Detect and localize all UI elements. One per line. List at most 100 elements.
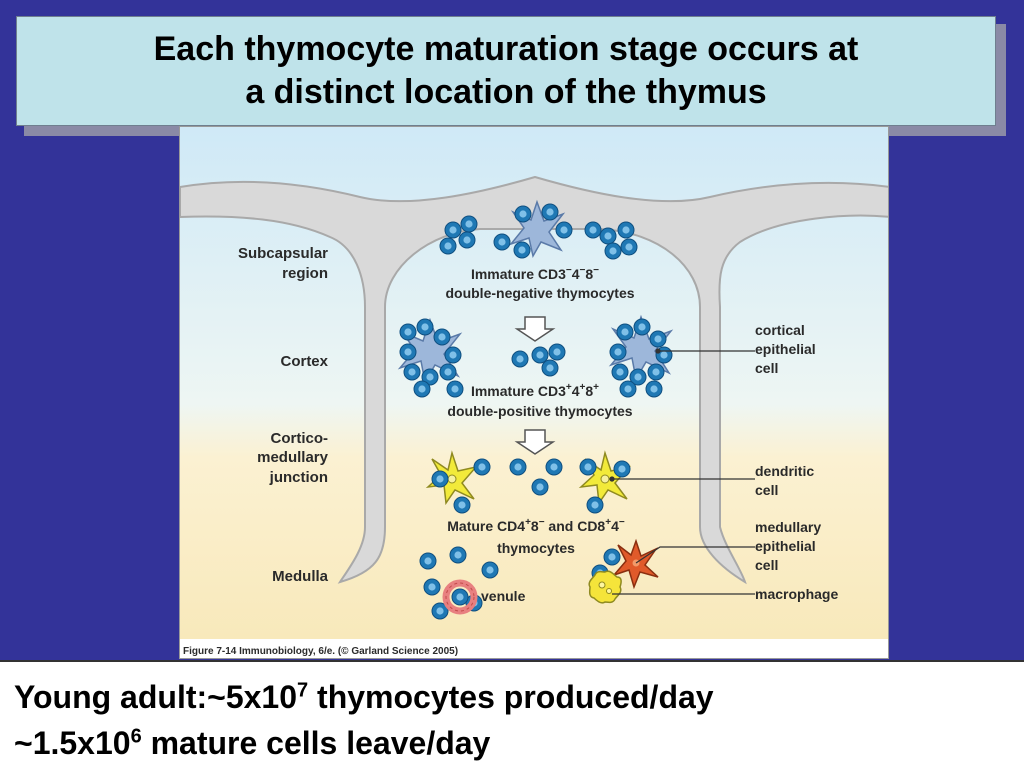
thymocyte-dp [645, 380, 663, 398]
thymocyte-dp [416, 318, 434, 336]
dn-sup-b: − [580, 265, 586, 276]
figure-credit: Figure 7-14 Immunobiology, 6/e. (© Garla… [183, 646, 458, 657]
thymocyte-dp [611, 363, 629, 381]
capsule-trabeculae [180, 175, 888, 585]
dn-line-2: double-negative thymocytes [445, 285, 634, 301]
thymocyte-dn [604, 242, 622, 260]
thymocyte-mature [473, 458, 491, 476]
caption-2-text-a: ~1.5x10 [14, 725, 131, 761]
thymocyte-mature [453, 496, 471, 514]
thymocyte-dp [399, 323, 417, 341]
label-macrophage: macrophage [755, 586, 838, 602]
m-text-d: 4 [611, 518, 619, 534]
thymocyte-mature [509, 458, 527, 476]
thymocyte-dp [413, 380, 431, 398]
thymocyte-dn [555, 221, 573, 239]
venule [442, 579, 478, 615]
region-labels: Subcapsular region Cortex Cortico- medul… [238, 245, 329, 585]
thymocyte-dn [439, 237, 457, 255]
thymocyte-dp [446, 380, 464, 398]
thymocyte-dp [439, 363, 457, 381]
thymocyte-dn [444, 221, 462, 239]
label-cm-1: Cortico- [271, 430, 329, 447]
svg-text:Immature CD3+4+8+: Immature CD3+4+8+ [471, 382, 599, 399]
venule-label: venule [481, 588, 526, 604]
thymocyte-mature [431, 470, 449, 488]
label-cortical-3: cell [755, 360, 778, 376]
label-cm-3: junction [269, 469, 328, 486]
thymocyte-dp [511, 350, 529, 368]
thymocyte-dp [649, 330, 667, 348]
pointer-lines [609, 348, 755, 595]
thymocyte-dp [433, 328, 451, 346]
thymocyte-mature [579, 458, 597, 476]
thymocyte-medulla [449, 546, 467, 564]
thymocyte-dp [633, 318, 651, 336]
label-dendritic-1: dendritic [755, 463, 814, 479]
dp-text-c: 8 [585, 383, 593, 399]
svg-text:Immature CD3−4−8−: Immature CD3−4−8− [471, 265, 599, 282]
thymocyte-mature [613, 460, 631, 478]
thymocyte-dn [541, 203, 559, 221]
caption-box: Young adult:~5x107 thymocytes produced/d… [0, 660, 1024, 768]
thymocyte-mature [531, 478, 549, 496]
macrophage [588, 570, 622, 604]
thymocyte-dp [403, 363, 421, 381]
label-cm-2: medullary [257, 449, 329, 466]
caption-2-exponent: 6 [130, 725, 142, 748]
thymocyte-medulla [419, 552, 437, 570]
thymocyte-medulla [423, 578, 441, 596]
label-subcapsular-2: region [282, 265, 328, 282]
thymocyte-dn [620, 238, 638, 256]
dn-text-c: 8 [585, 266, 593, 282]
label-cortical-1: cortical [755, 322, 805, 338]
thymocyte-dn [493, 233, 511, 251]
m-line-2: thymocytes [497, 540, 575, 556]
thymus-figure: Subcapsular region Cortex Cortico- medul… [179, 126, 889, 659]
dn-text: Immature CD3 [471, 266, 566, 282]
thymus-diagram: Subcapsular region Cortex Cortico- medul… [180, 127, 888, 658]
thymocyte-dp [619, 380, 637, 398]
thymocyte-medulla [603, 548, 621, 566]
label-medullary-3: cell [755, 557, 778, 573]
dp-text-b: 4 [572, 383, 580, 399]
label-medulla: Medulla [272, 568, 328, 585]
dn-sup-c: − [593, 265, 599, 276]
thymocyte-dn [514, 205, 532, 223]
m-text-b: 8 [531, 518, 539, 534]
thymocyte-dn [513, 241, 531, 259]
stage-double-negative-label: Immature CD3−4−8− double-negative thymoc… [445, 265, 634, 301]
dp-text: Immature CD3 [471, 383, 566, 399]
caption-1-exponent: 7 [297, 679, 309, 702]
thymocyte-dp [541, 359, 559, 377]
m-text-c: and CD8 [545, 518, 606, 534]
title-line-1: Each thymocyte maturation stage occurs a… [153, 30, 859, 68]
arrow-down-2 [514, 429, 556, 455]
caption-line-1: Young adult:~5x107 thymocytes produced/d… [14, 674, 1010, 720]
label-dendritic-2: cell [755, 482, 778, 498]
thymocyte-dp [399, 343, 417, 361]
thymocyte-in-venule [451, 588, 469, 606]
dn-sup: − [566, 265, 572, 276]
label-medullary-1: medullary [755, 519, 821, 535]
thymocyte-dn [584, 221, 602, 239]
thymocyte-dn [458, 231, 476, 249]
thymocyte-dp [609, 343, 627, 361]
thymocyte-mature [545, 458, 563, 476]
thymocyte-dp [647, 363, 665, 381]
cell-labels: cortical epithelial cell dendritic cell … [755, 322, 838, 602]
caption-1-text-a: Young adult:~5x10 [14, 679, 298, 715]
stage-mature-label: Mature CD4+8− and CD8+4− thymocytes [447, 517, 625, 556]
thymocyte-dn [617, 221, 635, 239]
caption-line-2: ~1.5x106 mature cells leave/day [14, 720, 1010, 766]
dp-sup-c: + [593, 382, 599, 393]
caption-2-text-b: mature cells leave/day [141, 725, 491, 761]
thymocyte-dp [616, 323, 634, 341]
title-banner: Each thymocyte maturation stage occurs a… [16, 16, 996, 126]
thymocyte-dp [548, 343, 566, 361]
thymocyte-dp [444, 346, 462, 364]
cortical-epithelial-cell-top [508, 199, 566, 259]
caption-1-text-b: thymocytes produced/day [308, 679, 714, 715]
thymocyte-dp [531, 346, 549, 364]
dn-text-b: 4 [572, 266, 580, 282]
